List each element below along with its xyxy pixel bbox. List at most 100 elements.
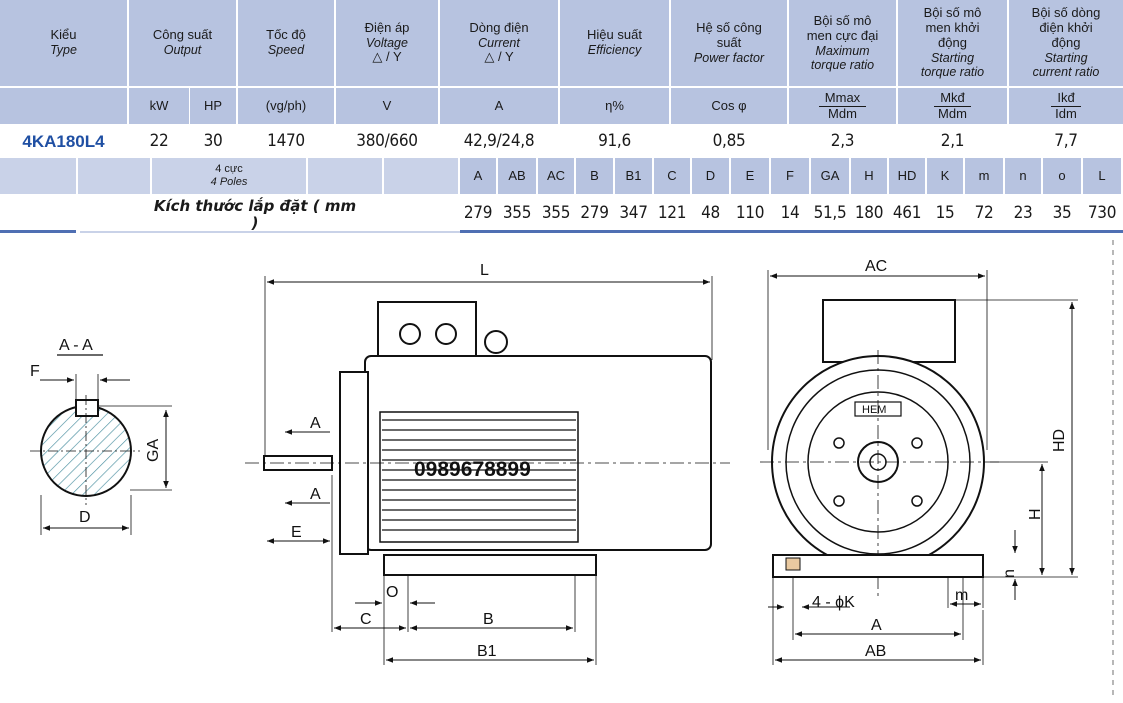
poles-vi: 4 cực bbox=[215, 163, 243, 176]
hdr-st-en2: torque ratio bbox=[920, 65, 985, 80]
label-B1: B1 bbox=[477, 643, 497, 660]
unit-kw: kW bbox=[129, 88, 189, 124]
val-kw: 22 bbox=[149, 131, 169, 152]
hdr-current-vi: Dòng điện bbox=[469, 19, 529, 35]
dim-label-1: AB bbox=[498, 158, 536, 194]
hdr-efficiency: Hiệu suất Efficiency bbox=[560, 0, 669, 86]
val-current: 42,9/24,8 bbox=[463, 131, 535, 152]
unit-blank bbox=[0, 88, 127, 124]
hdr-pf-en: Power factor bbox=[693, 50, 765, 65]
poles-en: 4 Poles bbox=[210, 176, 248, 188]
nameplate: HEM bbox=[862, 404, 886, 416]
dim-label-11: HD bbox=[889, 158, 925, 194]
dim-value-10: 180 bbox=[854, 203, 884, 224]
label-n: n bbox=[1001, 569, 1018, 578]
hdr-output: Công suất Output bbox=[129, 0, 236, 86]
hdr-current-en: Current bbox=[478, 35, 520, 50]
dim-value-15: 35 bbox=[1052, 203, 1072, 224]
dim-label-12: K bbox=[927, 158, 963, 194]
hdr-output-vi: Công suất bbox=[152, 27, 213, 43]
unit-ikd-bot: Idm bbox=[1055, 105, 1077, 121]
hdr-eff-vi: Hiệu suất bbox=[587, 27, 642, 43]
hdr-type-vi: Kiểu bbox=[50, 27, 77, 43]
unit-mkd-top: Mkđ bbox=[934, 90, 971, 107]
hdr-speed-vi: Tốc độ bbox=[266, 27, 306, 43]
dim-label-3: B bbox=[576, 158, 613, 194]
hdr-voltage-en: Voltage bbox=[366, 35, 408, 50]
label-E: E bbox=[291, 524, 302, 541]
rule-right bbox=[460, 230, 1123, 233]
unit-pf: Cos φ bbox=[671, 88, 787, 124]
hdr-current: Dòng điện Current △ / Y bbox=[440, 0, 558, 86]
unit-ikd-top: Ikđ bbox=[1051, 90, 1081, 107]
label-L: L bbox=[480, 262, 489, 279]
unit-voltage: V bbox=[336, 88, 438, 124]
val-efficiency: 91,6 bbox=[598, 131, 631, 152]
hdr-output-en: Output bbox=[163, 43, 202, 58]
label-A-top: A bbox=[310, 415, 321, 432]
hdr-voltage-vi: Điện áp bbox=[364, 19, 410, 35]
label-A-bottom: A bbox=[310, 486, 321, 503]
hdr-sc-vi3: động bbox=[1051, 35, 1081, 51]
dim-label-9: GA bbox=[811, 158, 849, 194]
dim-value-3: 279 bbox=[580, 203, 609, 224]
dim-value-0: 279 bbox=[463, 203, 493, 224]
unit-mmax-top: Mmax bbox=[818, 90, 867, 107]
dim-label-6: D bbox=[692, 158, 729, 194]
hdr-voltage: Điện áp Voltage △ / Y bbox=[336, 0, 438, 86]
unit-speed: (vg/ph) bbox=[238, 88, 334, 124]
dim-value-1: 355 bbox=[502, 203, 532, 224]
hdr-max-torque: Bội số mô men cực đại Maximum torque rat… bbox=[789, 0, 896, 86]
dim-label-blank-4 bbox=[384, 158, 458, 194]
dim-label-blank-3 bbox=[308, 158, 382, 194]
hdr-mt-vi2: men cực đại bbox=[806, 27, 879, 43]
dim-value-4: 347 bbox=[619, 203, 648, 224]
label-AC: AC bbox=[865, 258, 887, 275]
dim-value-2: 355 bbox=[541, 203, 571, 224]
dim-caption: Kích thước lắp đặt ( mm ) bbox=[153, 196, 357, 232]
dim-label-4: B1 bbox=[615, 158, 652, 194]
dim-value-13: 72 bbox=[974, 203, 994, 224]
hdr-speed-en: Speed bbox=[267, 43, 305, 58]
val-speed: 1470 bbox=[267, 131, 305, 152]
hdr-sc-vi1: Bội số dòng bbox=[1031, 5, 1101, 21]
unit-current: A bbox=[440, 88, 558, 124]
rule-mid bbox=[80, 231, 460, 233]
section-label: A - A bbox=[59, 337, 93, 354]
dim-label-16: L bbox=[1083, 158, 1121, 194]
front-view: AC HEM HD H n 4 - ϕK m bbox=[760, 258, 1078, 665]
label-O: O bbox=[386, 584, 398, 601]
hdr-pf-vi2: suất bbox=[716, 34, 742, 50]
hdr-st-en1: Starting bbox=[930, 51, 975, 66]
hdr-mt-vi1: Bội số mô bbox=[813, 12, 872, 28]
unit-hp: HP bbox=[190, 88, 236, 124]
hdr-sc-vi2: điện khởi bbox=[1039, 20, 1093, 36]
motor-model: 4KA180L4 bbox=[22, 132, 105, 152]
val-pf: 0,85 bbox=[712, 131, 746, 152]
label-F: F bbox=[30, 363, 40, 380]
dim-value-11: 461 bbox=[892, 203, 922, 224]
phone-watermark: 0989678899 bbox=[414, 458, 531, 481]
val-mkd: 2,1 bbox=[940, 131, 965, 152]
dim-label-10: H bbox=[851, 158, 887, 194]
dim-label-blank-1 bbox=[0, 158, 76, 194]
label-D: D bbox=[79, 509, 91, 526]
hdr-current-sub: △ / Y bbox=[484, 49, 514, 65]
label-AB: AB bbox=[865, 643, 886, 660]
dim-value-9: 51,5 bbox=[813, 203, 847, 224]
hdr-mt-en1: Maximum bbox=[815, 43, 870, 58]
poles-cell: 4 cực 4 Poles bbox=[152, 158, 306, 194]
dim-label-5: C bbox=[654, 158, 690, 194]
hdr-st-vi2: men khởi bbox=[925, 20, 980, 36]
label-H: H bbox=[1027, 508, 1044, 520]
label-GA: GA bbox=[145, 439, 162, 462]
dim-label-7: E bbox=[731, 158, 769, 194]
hdr-start-torque: Bội số mô men khởi động Starting torque … bbox=[898, 0, 1007, 86]
side-view: L 0989678899 A A E bbox=[245, 262, 730, 665]
val-ikd: 7,7 bbox=[1054, 131, 1078, 152]
hdr-type-en: Type bbox=[50, 43, 77, 58]
dim-label-15: o bbox=[1043, 158, 1081, 194]
hdr-sc-en2: current ratio bbox=[1032, 65, 1100, 80]
